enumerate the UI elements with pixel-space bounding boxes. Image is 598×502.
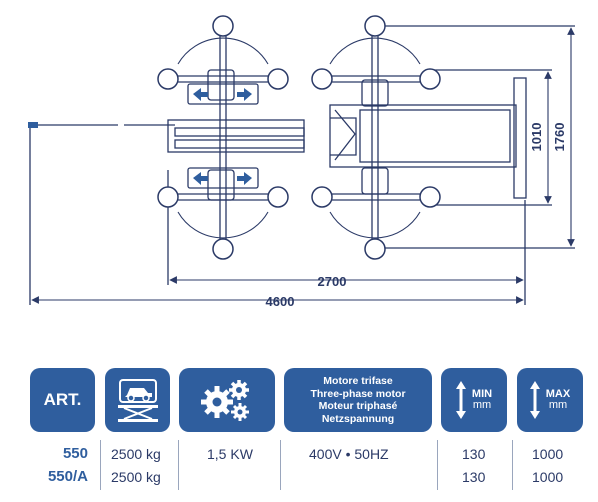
header-max-height: MAX mm [517, 368, 583, 432]
dimension-1010: 1010 [529, 123, 544, 152]
dimension-2700: 2700 [318, 274, 347, 289]
motor-label-de: Netzspannung [321, 412, 395, 425]
header-art: ART. [30, 368, 95, 432]
column-divider [100, 440, 101, 490]
header-min-height: MIN mm [441, 368, 507, 432]
vertical-double-arrow-icon [455, 381, 466, 419]
min-unit: mm [472, 399, 492, 411]
row1-max: 1000 [532, 446, 564, 462]
row2-max: 1000 [532, 469, 564, 485]
column-divider [178, 440, 179, 490]
lift-platform-with-car-icon [117, 379, 158, 422]
motor-label-it: Motore trifase [323, 375, 393, 387]
gears-icon [201, 380, 249, 421]
row2-load: 2500 kg [111, 469, 161, 485]
max-label: MAX [545, 388, 571, 400]
motor-label-en: Three-phase motor [310, 387, 406, 400]
motor-label-fr: Moteur triphasé [318, 400, 398, 412]
row1-motor: 400V • 50HZ [309, 446, 389, 462]
header-power [179, 368, 275, 432]
row2-min: 130 [462, 469, 486, 485]
row1-min: 130 [462, 446, 486, 462]
lift-top-view-diagram: 2700 4600 1010 1760 [28, 15, 575, 309]
column-divider [280, 440, 281, 490]
row2-art: 550/A [47, 468, 88, 485]
header-motor: Motore trifase Three-phase motor Moteur … [284, 368, 432, 432]
header-load-capacity [105, 368, 170, 432]
max-unit: mm [548, 399, 568, 411]
column-divider [512, 440, 513, 490]
column-divider [437, 440, 438, 490]
dimension-4600: 4600 [266, 294, 295, 309]
vertical-double-arrow-icon [529, 381, 540, 419]
row1-load: 2500 kg [111, 446, 161, 462]
min-label: MIN [471, 388, 493, 400]
row1-art: 550 [62, 445, 88, 462]
row1-power: 1,5 KW [207, 446, 253, 462]
dimension-1760: 1760 [552, 123, 567, 152]
